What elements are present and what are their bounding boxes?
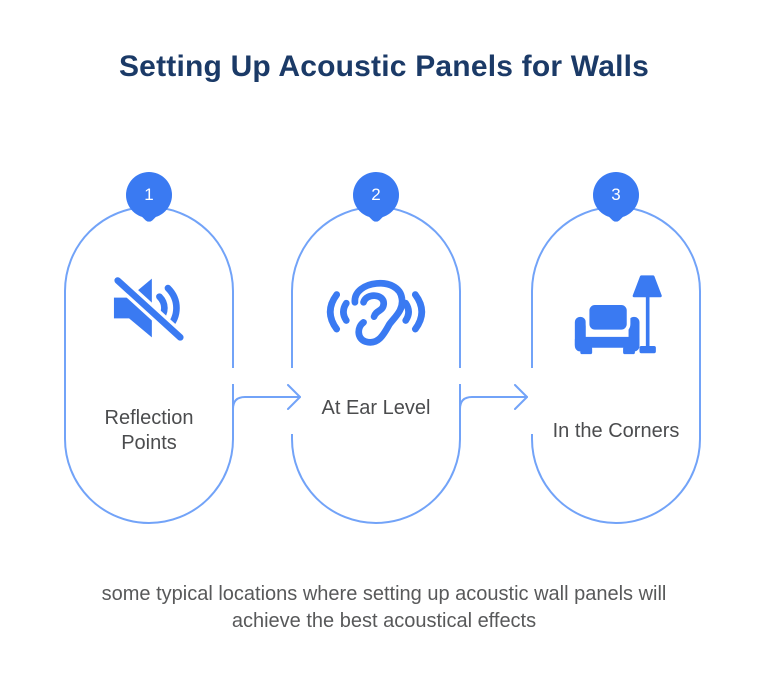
step-capsule-outline [64,206,234,524]
page-title: Setting Up Acoustic Panels for Walls [118,50,650,83]
step-number-pin: 1 [126,172,172,224]
armchair-floor-lamp-icon [553,262,685,363]
step-label: In the Corners [552,420,680,442]
step-in-the-corners: 3 In the Corners [531,172,701,524]
step-reflection-points: 1 Reflection Points [64,172,234,524]
step-number: 2 [353,172,399,218]
capsule-border-gap [529,368,537,434]
step-number: 1 [126,172,172,218]
volume-mute-icon [109,272,189,349]
ear-listening-icon [318,262,434,359]
step-number-pin: 3 [593,172,639,224]
step-label: Reflection Points [104,407,194,454]
step-number: 3 [593,172,639,218]
step-number-pin: 2 [353,172,399,224]
caption-line-2: achieve the best acoustical effects [231,610,537,632]
capsule-border-gap [229,368,236,384]
caption: some typical locations where setting up … [34,581,734,635]
connector-arrow-1-icon [232,384,301,440]
connector-arrow-2-icon [459,384,528,440]
step-at-ear-level: 2 At Ear Level [291,172,461,524]
caption-line-1: some typical locations where setting up … [101,583,667,605]
capsule-border-gap [288,368,296,434]
step-capsule-outline [531,206,701,524]
step-label: At Ear Level [321,397,431,419]
capsule-border-gap [456,368,463,384]
step-capsule-outline [291,206,461,524]
